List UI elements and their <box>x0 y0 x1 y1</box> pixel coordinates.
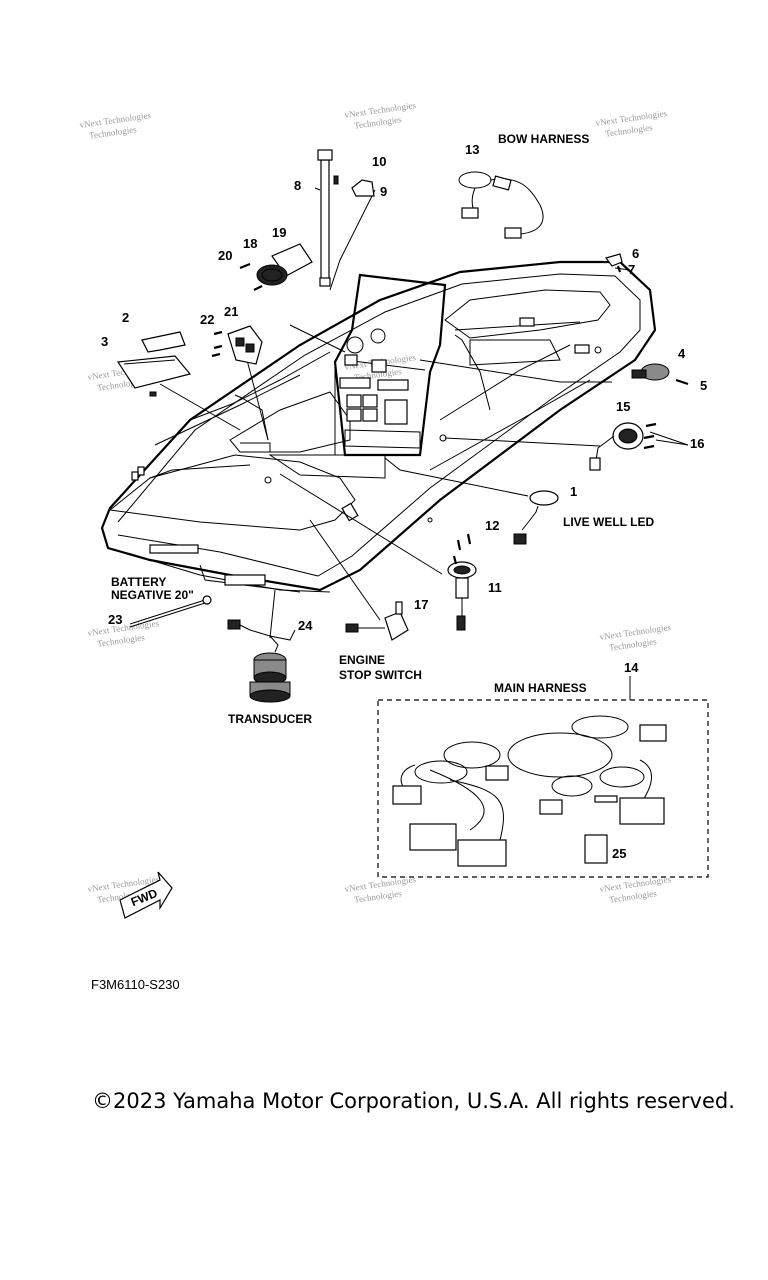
label-engine-2: STOP SWITCH <box>339 668 422 682</box>
callout-4: 4 <box>678 346 686 361</box>
callout-12: 12 <box>485 518 499 533</box>
part-12-screws <box>452 533 472 565</box>
label-engine-1: ENGINE <box>339 653 385 667</box>
watermark-7: vNext Technologies Technologies <box>599 622 672 653</box>
part-21-switch-panel <box>227 325 263 365</box>
callout-15: 15 <box>616 399 630 414</box>
label-battery-2: NEGATIVE 20" <box>111 588 194 602</box>
part-15-gauge <box>589 422 644 471</box>
label-live-well-led: LIVE WELL LED <box>563 515 654 529</box>
part-6-7-clip <box>604 253 623 273</box>
callout-13: 13 <box>465 142 479 157</box>
watermark-6: vNext Technologies Technologies <box>87 618 160 649</box>
part-3-tray <box>116 355 192 397</box>
callout-17: 17 <box>414 597 428 612</box>
callout-21: 21 <box>224 304 238 319</box>
callout-16: 16 <box>690 436 704 451</box>
part-8-pole <box>314 149 333 287</box>
part-18-speaker <box>256 264 288 286</box>
callout-5: 5 <box>700 378 707 393</box>
callout-numbers: 1 2 3 4 5 6 7 8 9 10 11 12 13 14 15 16 1… <box>101 142 707 861</box>
callout-8: 8 <box>294 178 301 193</box>
part-24-transducer <box>227 619 296 703</box>
callout-22: 22 <box>200 312 214 327</box>
diagram-code: F3M6110-S230 <box>91 977 180 992</box>
watermark-2: vNext Technologies Technologies <box>344 100 417 131</box>
callout-7: 7 <box>628 262 635 277</box>
callout-23: 23 <box>108 612 122 627</box>
part-13-bow-harness <box>458 171 544 239</box>
leader-lines <box>159 189 689 639</box>
label-bow-harness: BOW HARNESS <box>498 132 589 146</box>
part-9-bracket <box>333 175 375 197</box>
part-11-socket <box>447 561 477 631</box>
callout-18: 18 <box>243 236 257 251</box>
callout-24: 24 <box>298 618 313 633</box>
part-23-battery-cable <box>129 595 212 628</box>
callout-25: 25 <box>612 846 626 861</box>
callout-1: 1 <box>570 484 577 499</box>
part-2-holder <box>141 331 186 353</box>
fwd-arrow-icon: FWD <box>119 871 173 919</box>
part-17-stop-switch <box>345 601 409 641</box>
callout-20: 20 <box>218 248 232 263</box>
part-22-screws <box>211 330 223 358</box>
callout-3: 3 <box>101 334 108 349</box>
callout-9: 9 <box>380 184 387 199</box>
part-1-led <box>513 490 559 545</box>
watermark-3: vNext Technologies Technologies <box>595 108 668 139</box>
watermark-9: vNext Technologies Technologies <box>344 874 417 905</box>
callout-2: 2 <box>122 310 129 325</box>
watermark-1: vNext Technologies Technologies <box>79 110 152 141</box>
part-16-screws <box>643 422 657 450</box>
callout-10: 10 <box>372 154 386 169</box>
label-main-harness: MAIN HARNESS <box>494 681 587 695</box>
callout-19: 19 <box>272 225 286 240</box>
part-labels: BOW HARNESS LIVE WELL LED BATTERY NEGATI… <box>111 132 654 726</box>
part-4-5-light <box>631 363 689 386</box>
callout-6: 6 <box>632 246 639 261</box>
label-battery-1: BATTERY <box>111 575 166 589</box>
part-14-main-harness <box>377 699 709 878</box>
label-transducer: TRANSDUCER <box>228 712 312 726</box>
watermark-10: vNext Technologies Technologies <box>599 874 672 905</box>
boat-hull <box>100 260 657 593</box>
copyright-notice: ©2023 Yamaha Motor Corporation, U.S.A. A… <box>92 1089 735 1113</box>
callout-11: 11 <box>488 580 502 595</box>
part-20-screws <box>239 262 263 291</box>
callout-14: 14 <box>624 660 639 675</box>
